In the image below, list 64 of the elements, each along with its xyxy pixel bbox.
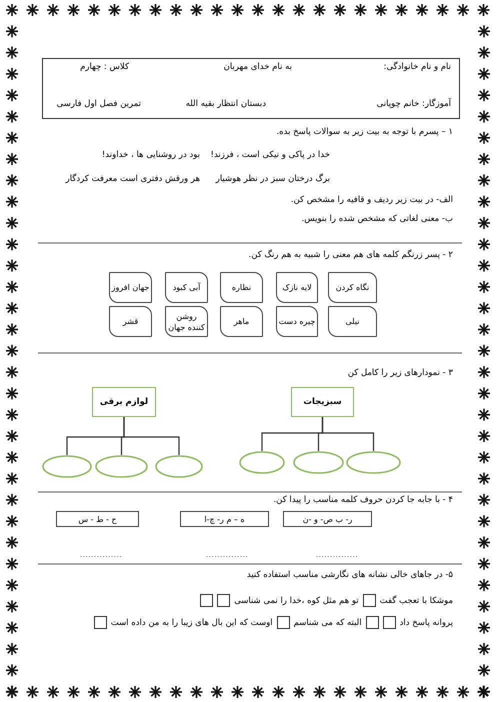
node-text: ح - ط - س [78,514,117,524]
empty-oval [42,455,92,478]
question-text: ۱ – پسرم با توجه به بیت زیر به سوالات پاسخ بده. [276,127,453,138]
word-card [109,306,152,337]
category-box [92,387,156,417]
letter-puzzle-box [56,511,139,527]
word-card [328,272,377,303]
question-text: ۴ - با جابه جا کردن حروف کلمه مناسب را پیدا کن. [273,495,453,506]
lesson-title: تمرین فصل اول فارسی [56,99,141,110]
node-text: نیلی [346,316,360,327]
node-text: ه – م ر- چ-ا [204,514,245,524]
heading-text: به نام خدای مهربان [224,62,292,73]
teacher-label: آموزگار: خانم چوپانی [376,99,451,110]
header-box [42,58,460,119]
poem-line: بود در روشنایی ها ، خداوند! [102,150,200,161]
word-card [220,306,263,337]
node-text: جهان افروز [112,282,150,293]
question-text: ۲ - پسر زرنگم کلمه های هم معنی را شبیه به هم رنگ کن. [248,250,453,261]
sentence-text: البته که می شناسم [294,618,362,628]
node-text: لایه نازک [282,282,312,293]
node-text: سبزیجات [303,396,342,408]
empty-oval [239,451,285,474]
poem-line: خدا در پاکی و نیکی است ، فرزند! [210,150,330,161]
word-card [328,306,377,337]
sentence-text: پروانه پاسخ داد [400,618,453,628]
answer-line: …………… [206,550,248,561]
word-card [276,306,318,337]
category-box [291,387,354,417]
question-text: ۵- در جاهای خالی نشانه های نگارشی مناسب استفاده کنید [246,570,453,581]
question-text: ب- معنی لغاتی که مشخص شده را بنویس. [302,214,453,225]
question-text: الف- در بیت زیر ردیف و قافیه را مشخص کن. [290,195,453,206]
node-text: نگاه کردن [336,282,370,293]
word-card [165,306,208,337]
node-text: قشر [122,316,138,327]
empty-oval [155,455,203,478]
poem-line: هر ورقش دفتری است معرفت کردگار [66,174,200,185]
empty-oval [293,451,344,474]
name-field-label: نام و نام خانوادگی: [384,62,451,73]
node-text: ر- ب ص- و -ن [302,514,352,524]
poem-line: برگ درختان سبز در نظر هوشیار [216,174,330,185]
word-card [276,272,318,303]
sentence-text: موشکا با تعجب گفت [380,596,453,606]
node-text: نظاره [232,282,252,293]
class-label: کلاس : چهارم [80,62,129,73]
node-text: چیره دست [278,316,316,327]
node-text: ماهر [234,316,250,327]
node-text: لوازم برقی [100,396,148,408]
answer-line: …………… [80,550,122,561]
letter-puzzle-box [283,511,372,527]
letter-puzzle-box [180,511,269,527]
sentence-text: اوست که این بال های زیبا را به من داده است [110,618,273,628]
connector-line [123,417,180,455]
question-text: ۳ - نمودارهای زیر را کامل کن [348,368,453,379]
node-text: روشن کننده جهان [167,310,206,332]
connector-line [322,417,374,451]
empty-oval [346,451,401,474]
word-card [109,272,152,303]
word-card [220,272,263,303]
sentence-text: تو هم مثل کوه ،خدا را نمی شناسی [234,596,359,606]
empty-oval [95,455,148,478]
school-name: دبستان انتظار بقیه الله [186,99,266,110]
answer-line: …………… [316,550,358,561]
node-text: آبی کبود [172,282,200,293]
word-card [165,272,208,303]
